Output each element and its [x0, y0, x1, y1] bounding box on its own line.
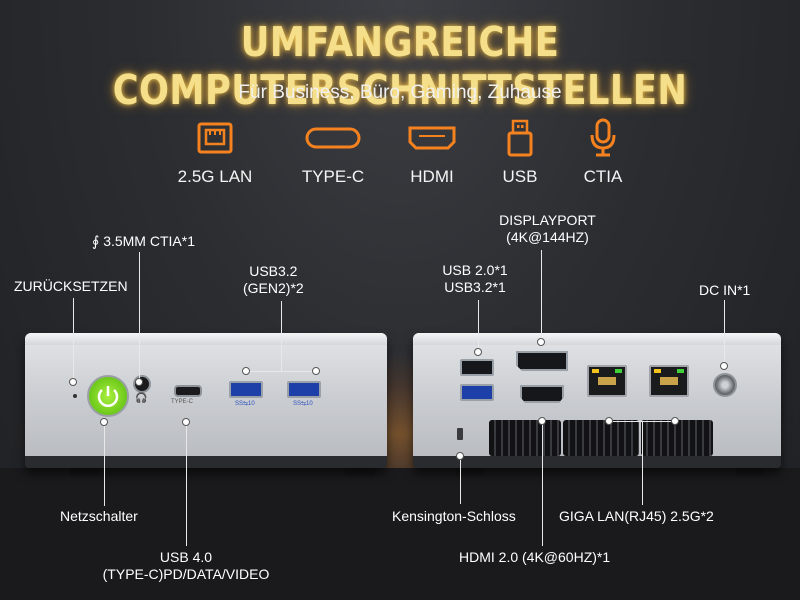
- usb-icon: [507, 119, 533, 157]
- feature-usb: USB: [465, 118, 575, 187]
- back-device: [413, 333, 781, 468]
- usb-ss-icon: SS⇆10: [235, 401, 255, 407]
- leader-line: [541, 250, 542, 342]
- power-icon: [97, 386, 119, 407]
- leader-dot: [605, 417, 613, 425]
- displayport-port[interactable]: [516, 351, 568, 371]
- device-top-edge: [413, 333, 781, 345]
- leader-line: [460, 456, 461, 504]
- leader-line: [104, 422, 105, 506]
- feature-ctia: CTIA: [548, 118, 658, 187]
- usb4-label: USB 4.0 (TYPE-C)PD/DATA/VIDEO: [86, 549, 286, 583]
- usb-c-port[interactable]: [174, 385, 202, 397]
- feature-typec: TYPE-C: [278, 118, 388, 187]
- leader-line: [724, 300, 725, 366]
- leader-dot: [100, 418, 108, 426]
- feature-label: 2.5G LAN: [177, 167, 253, 186]
- device-foot: [70, 466, 100, 476]
- usb-back-line2: USB3.2*1: [444, 279, 506, 295]
- usb-back-line1: USB 2.0*1: [442, 262, 508, 278]
- power-button[interactable]: [87, 375, 129, 417]
- usb-a-port-2[interactable]: [287, 381, 321, 398]
- device-foot: [345, 466, 375, 476]
- ethernet-port-icon: [197, 122, 233, 154]
- audio-symbol: ∮: [92, 233, 100, 249]
- kensington-label: Kensington-Schloss: [392, 508, 516, 524]
- vent: [641, 420, 713, 456]
- feature-lan: 2.5G LAN: [160, 118, 270, 187]
- hdmi-icon: [408, 126, 456, 150]
- lan-label: GIGA LAN(RJ45) 2.5G*2: [559, 508, 714, 524]
- leader-line: [246, 371, 316, 372]
- feature-label: USB: [502, 167, 538, 186]
- displayport-label: DISPLAYPORT (4K@144HZ): [485, 212, 610, 246]
- leader-line: [186, 422, 187, 546]
- kensington-slot[interactable]: [457, 428, 463, 440]
- device-foot: [735, 466, 765, 476]
- usb32-port[interactable]: [460, 384, 494, 401]
- leader-dot: [720, 362, 728, 370]
- usb-back-label: USB 2.0*1 USB3.2*1: [430, 262, 520, 296]
- feature-label: CTIA: [583, 167, 623, 186]
- vent: [489, 420, 561, 456]
- headset-icon: 🎧: [135, 393, 148, 404]
- vent: [563, 420, 639, 456]
- dc-in-port[interactable]: [713, 373, 737, 397]
- feature-hdmi: HDMI: [377, 118, 487, 187]
- usb2-port[interactable]: [460, 359, 494, 376]
- lan-port-1[interactable]: [587, 365, 627, 397]
- audio-text: 3.5MM CTIA*1: [103, 233, 195, 249]
- leader-dot: [474, 348, 482, 356]
- device-bottom-band: [25, 456, 387, 468]
- displayport-line2: (4K@144HZ): [506, 229, 589, 245]
- device-bottom-band: [413, 456, 781, 468]
- leader-line: [73, 298, 74, 382]
- page-subtitle: Für Business, Büro, Gaming, Zuhause: [238, 82, 562, 103]
- leader-dot: [242, 367, 250, 375]
- typec-port-label: TYPE-C: [171, 399, 194, 405]
- reset-pinhole[interactable]: [73, 394, 77, 398]
- displayport-line1: DISPLAYPORT: [499, 212, 596, 228]
- leader-dot: [537, 338, 545, 346]
- audio-label: ∮ 3.5MM CTIA*1: [92, 233, 195, 250]
- reset-label: ZURÜCKSETZEN: [14, 278, 128, 294]
- leader-line: [542, 421, 543, 546]
- device-top-edge: [25, 333, 387, 345]
- leader-dot: [69, 378, 77, 386]
- leader-dot: [182, 418, 190, 426]
- usb4-line1: USB 4.0: [159, 549, 213, 565]
- dcin-label: DC IN*1: [699, 282, 751, 298]
- leader-line: [478, 300, 479, 352]
- power-label: Netzschalter: [60, 508, 138, 524]
- leader-line: [642, 421, 643, 505]
- usb4-line2: (TYPE-C)PD/DATA/VIDEO: [102, 566, 270, 582]
- leader-dot: [538, 417, 546, 425]
- hdmi-port[interactable]: [520, 385, 564, 403]
- leader-dot: [135, 378, 143, 386]
- leader-dot: [671, 417, 679, 425]
- leader-line: [139, 252, 140, 382]
- lan-port-2[interactable]: [649, 365, 689, 397]
- usb-a-port-1[interactable]: [229, 381, 263, 398]
- leader-dot: [456, 452, 464, 460]
- leader-line: [281, 301, 282, 371]
- feature-label: HDMI: [410, 167, 454, 186]
- usb-c-icon: [305, 127, 361, 149]
- leader-dot: [312, 367, 320, 375]
- device-foot: [455, 466, 485, 476]
- feature-label: TYPE-C: [301, 167, 365, 186]
- page-title: UMFANGREICHE COMPUTERSCHNITTSTELLEN: [112, 18, 688, 114]
- usb32-label: USB3.2 (GEN2)*2: [243, 263, 304, 296]
- microphone-icon: [590, 118, 616, 157]
- hdmi-back-label: HDMI 2.0 (4K@60HZ)*1: [459, 549, 611, 565]
- front-device: 🎧 TYPE-C SS⇆10 SS⇆10: [25, 333, 387, 468]
- usb-ss-icon: SS⇆10: [293, 401, 313, 407]
- floor: [0, 468, 800, 600]
